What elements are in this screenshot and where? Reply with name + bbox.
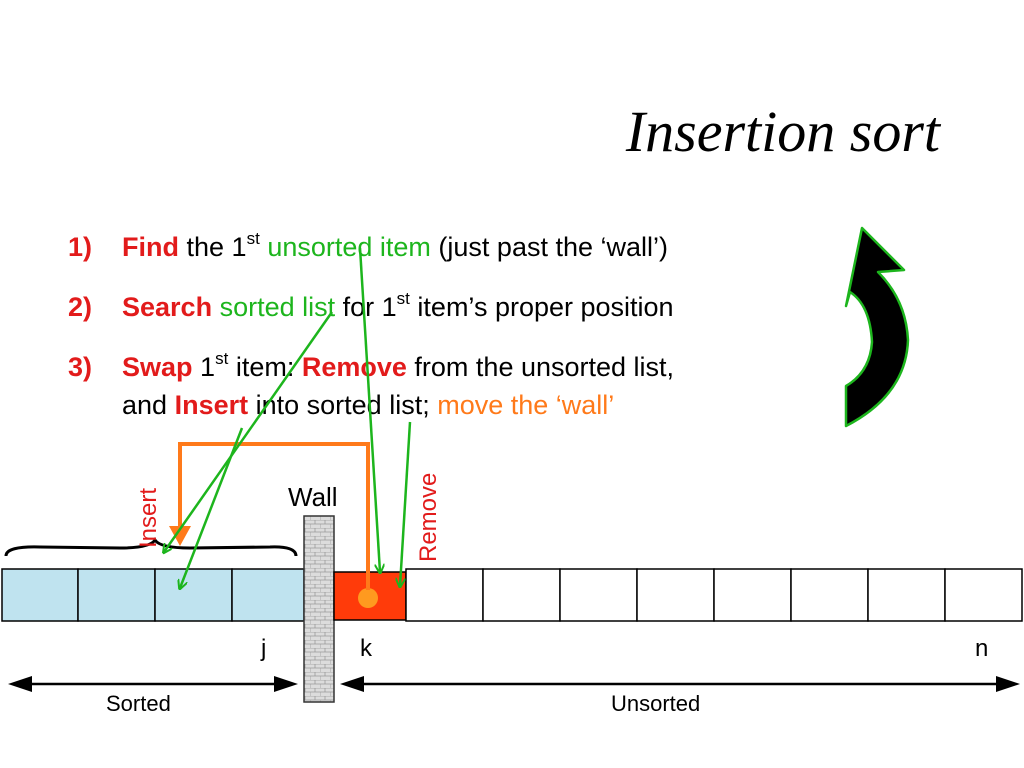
step-verb: Search: [122, 292, 213, 322]
index-j: j: [260, 635, 266, 662]
sorted-cells: [1, 568, 305, 622]
step-number: 2): [68, 292, 93, 322]
insert-label: Insert: [135, 488, 162, 548]
step-number: 1): [68, 232, 93, 262]
step-text: from the unsorted list,: [414, 352, 675, 382]
step-highlight: sorted list: [219, 292, 336, 322]
step-highlight: unsorted item: [267, 232, 431, 262]
step-3: 3) Swap 1st item: Remove from the unsort…: [68, 348, 838, 424]
index-n: n: [975, 635, 988, 662]
step-text: into sorted list;: [255, 390, 430, 420]
step-verb: Remove: [301, 352, 407, 382]
sorted-label: Sorted: [106, 691, 171, 716]
insert-path: [169, 442, 370, 590]
step-1: 1) Find the 1st unsorted item (just past…: [68, 228, 838, 266]
step-text: (just past the ‘wall’): [438, 232, 669, 262]
wall-label: Wall: [288, 482, 338, 512]
curved-arrow-icon: [844, 226, 910, 428]
sorted-brace: [4, 537, 298, 557]
step-superscript: st: [246, 229, 260, 248]
step-verb: Insert: [174, 390, 249, 420]
unsorted-cells: [405, 568, 1023, 622]
step-text: the 1: [186, 232, 247, 262]
step-2: 2) Search sorted list for 1st item’s pro…: [68, 288, 838, 326]
step-highlight: move the ‘wall’: [437, 390, 615, 420]
green-pointers: [164, 247, 412, 588]
wall: [303, 515, 335, 703]
step-number: 3): [68, 352, 93, 382]
step-verb: Swap: [122, 352, 193, 382]
step-text: 1: [200, 352, 216, 382]
steps-list: 1) Find the 1st unsorted item (just past…: [68, 228, 838, 446]
sorted-range-arrow: [8, 676, 298, 692]
step-text: and: [122, 390, 168, 420]
step-verb: Find: [122, 232, 179, 262]
step-text: item’s proper position: [417, 292, 674, 322]
unsorted-range-arrow: [340, 676, 1020, 692]
step-text: item:: [235, 352, 295, 382]
step-superscript: st: [396, 289, 410, 308]
slide-title: Insertion sort: [625, 99, 940, 164]
unsorted-label: Unsorted: [611, 691, 700, 716]
step-superscript: st: [215, 349, 229, 368]
current-item-dot: [358, 588, 378, 608]
index-k: k: [360, 635, 373, 662]
remove-label: Remove: [415, 473, 442, 562]
step-text: for 1: [342, 292, 397, 322]
